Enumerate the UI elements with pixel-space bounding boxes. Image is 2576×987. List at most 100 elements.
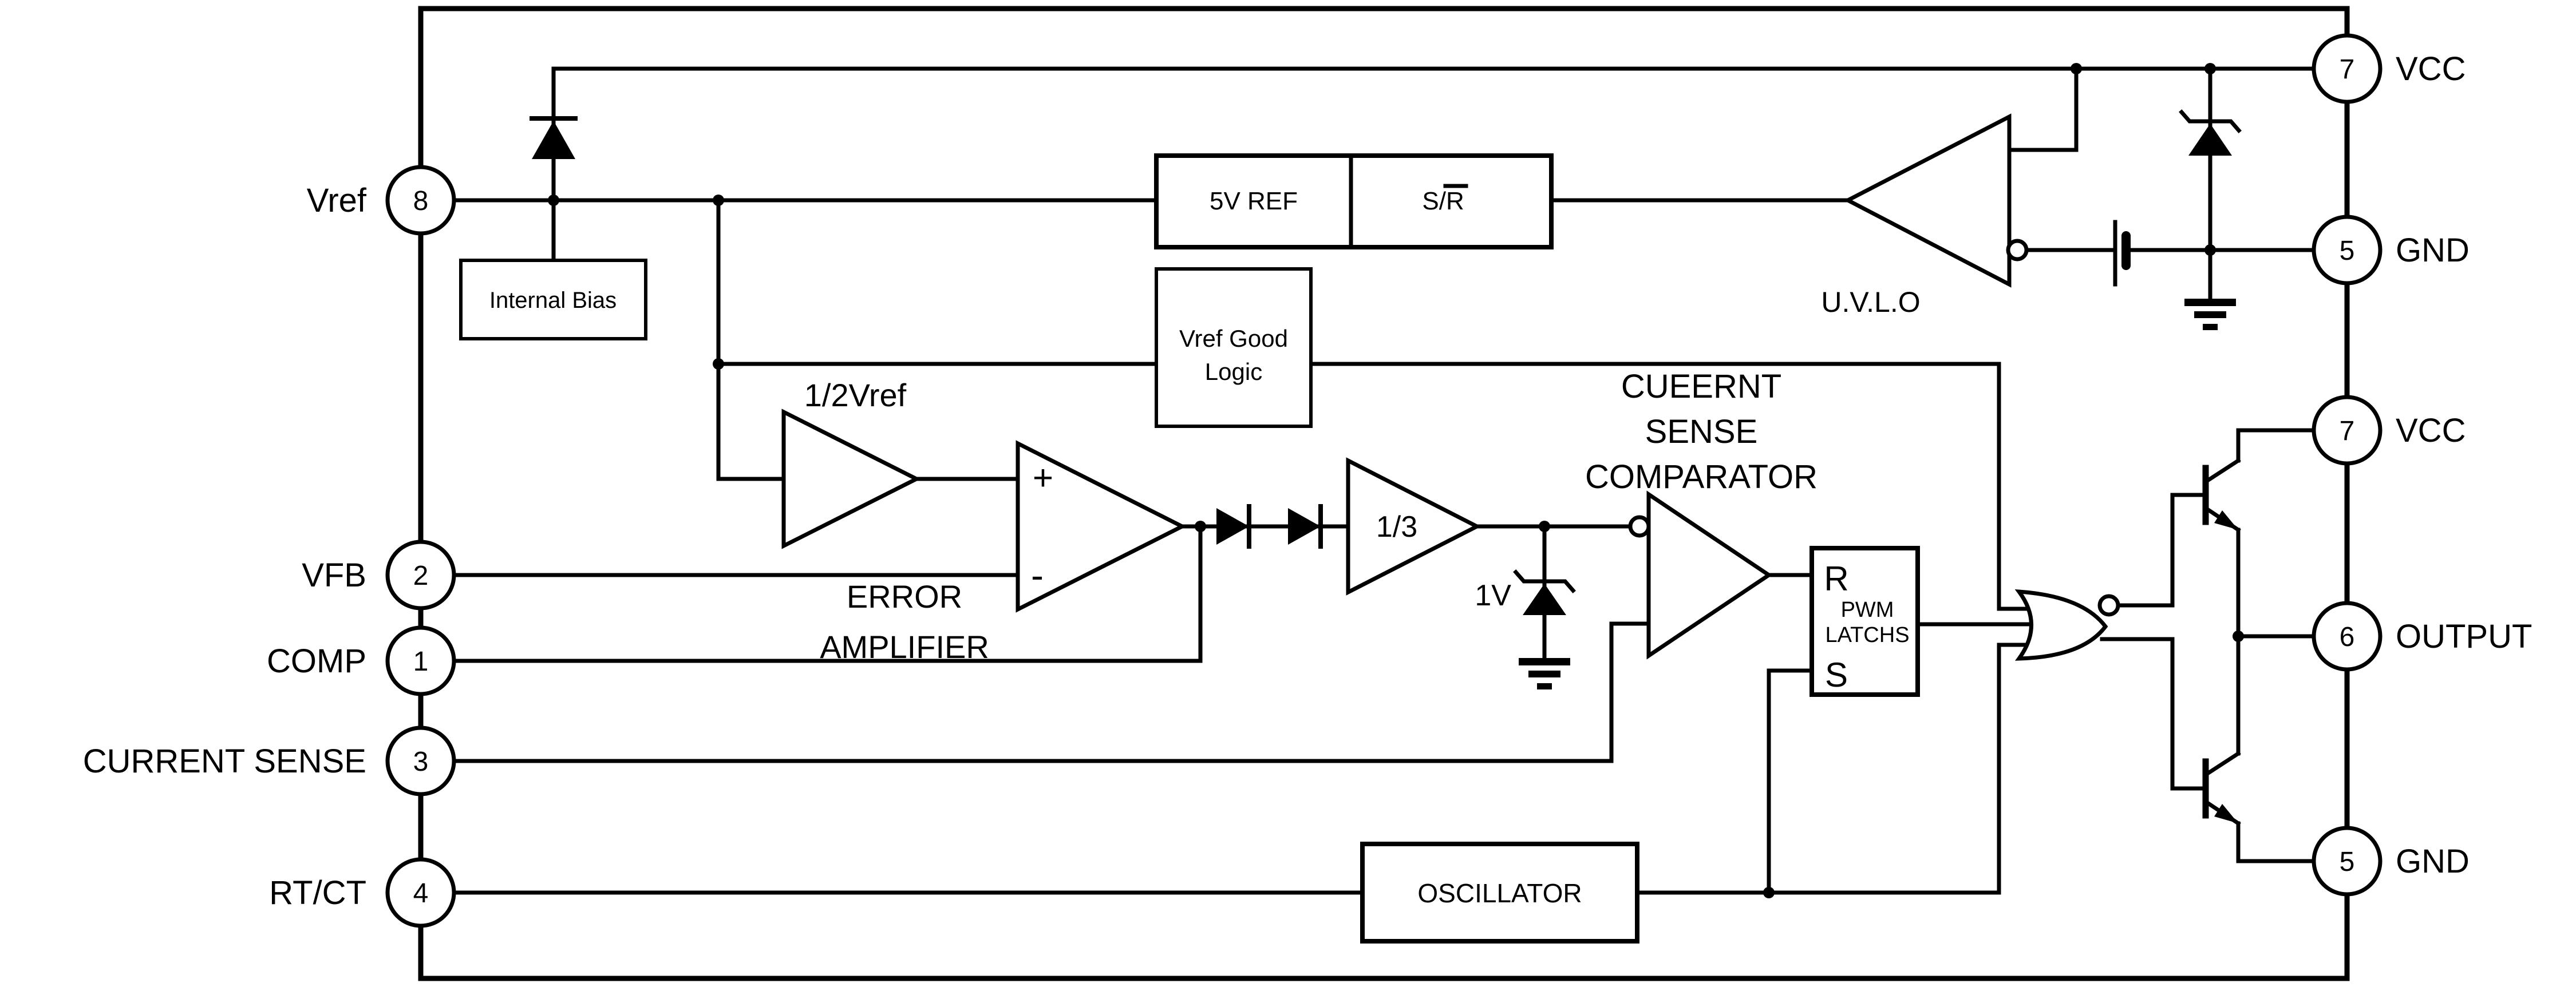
wire-current-sense [418,621,1651,763]
capacitor-plate-right [2121,231,2131,270]
vcc-zener-arrow [2188,124,2232,156]
nor-output-bubble-icon [2097,594,2120,617]
pin-6-circle [2312,601,2383,672]
pin-3-number: 3 [413,747,429,777]
pin-label-gnd-top: GND [2396,232,2470,269]
pin-8-vref: 8 [385,165,456,236]
vref-diode-arrow [532,121,575,159]
pin-2-vfb: 2 [385,540,456,611]
pin-5-gnd-top: 5 [2312,215,2383,286]
pwm-latch-r-label: R [1824,560,1848,598]
ref-sr-box [1154,153,1554,249]
q2-emitter-arrow [2214,804,2238,823]
wire-q1-emitter-output [2203,505,2316,639]
vcc-zener-bar [2179,109,2242,133]
junction-dots [548,63,2244,898]
pin-1-circle [385,625,456,696]
attenuator-label: 1/3 [1376,510,1417,544]
pin-label-gnd-bottom: GND [2396,843,2470,880]
pin-label-vcc-bottom: VCC [2396,412,2466,449]
attenuator-triangle [1346,457,1481,596]
pin-5-gnd-bottom: 5 [2312,826,2383,897]
comparator-input-bubble-icon [1628,515,1651,538]
error-amp-label-line1: ERROR [847,578,962,615]
clamp-ground-icon [1519,658,1570,689]
wire-uvlo-supply [2007,66,2079,152]
ic-boundary [418,6,2350,981]
wire-nor-out-upper [2116,493,2208,608]
half-vref-label: 1/2Vref [804,377,907,413]
pin-3-circle [385,726,456,796]
pin-label-comp: COMP [267,643,366,680]
half-vref-buffer-triangle [781,409,921,549]
vcc-ground-icon [2184,299,2236,330]
pwm-latch-label-line1: PWM [1841,598,1894,622]
series-diode-1-icon [1216,504,1251,549]
pin-1-comp: 1 [385,625,456,696]
pin-2-circle [385,540,456,611]
pin-8-circle [385,165,456,236]
sr-prefix-label: S/ [1422,187,1446,215]
pin-2-number: 2 [413,561,429,591]
cs-comparator-label-line2: SENSE [1645,413,1758,450]
pin-label-vfb: VFB [302,557,366,594]
error-amp-minus-sign: - [1031,554,1044,596]
vref-good-label-line1: Vref Good [1179,325,1288,352]
cs-comparator-label-line3: COMPARATOR [1585,458,1818,496]
pwm-latch-s-label: S [1825,656,1848,694]
current-sense-comparator-triangle [1646,490,1773,660]
clamp-zener-arrow [1523,584,1566,615]
pin-8-number: 8 [413,186,429,216]
pin-6-number: 6 [2340,622,2355,652]
vref-good-logic-box [1155,267,1313,428]
pin-label-vref: Vref [307,182,367,219]
error-amp-label-line2: AMPLIFIER [820,629,989,665]
uvlo-triangle [1843,113,2012,288]
npn-transistor-top-icon [2202,465,2238,530]
pin-3-current-sense: 3 [385,726,456,796]
cs-comparator-label-line1: CUEERNT [1621,368,1781,405]
pin-7-top-number: 7 [2340,54,2355,85]
error-amplifier-triangle [1016,440,1187,613]
error-amp-plus-sign: + [1033,458,1053,498]
pin-5-bottom-circle [2312,826,2383,897]
clamp-zener-bar [1513,569,1576,593]
uvlo-capacitor-icon [2113,220,2131,287]
series-diode-1-arrow [1216,508,1249,545]
clamp-voltage-label: 1V [1475,579,1511,612]
pin-7-bottom-number: 7 [2340,416,2355,446]
oscillator-label: OSCILLATOR [1417,878,1582,908]
vref-good-label-line2: Logic [1205,358,1262,385]
pin-7-vcc-bottom: 7 [2312,395,2383,466]
pin-5-top-circle [2312,215,2383,286]
internal-bias-label: Internal Bias [489,288,617,313]
pwm-latch-label-line2: LATCHS [1825,623,1909,647]
wire-nor-top-input [1997,362,2038,611]
uvlo-label: U.V.L.O [1821,286,1920,318]
oscillator-box [1360,842,1639,944]
pin-7-vcc-top: 7 [2312,33,2383,104]
vref-diode-icon [530,116,578,159]
wire-q1-collector [2203,428,2316,485]
pin-label-vcc-top: VCC [2396,50,2466,88]
series-diode-2-icon [1288,504,1323,549]
pin-5-top-number: 5 [2340,236,2355,266]
pin-7-top-circle [2312,33,2383,104]
pin-1-number: 1 [413,647,429,677]
pin-7-bottom-circle [2312,395,2383,466]
pin-6-output: 6 [2312,601,2383,672]
pin-4-rtct: 4 [385,857,456,928]
q1-emitter-arrow [2214,510,2238,530]
pin-label-rtct: RT/CT [269,874,366,911]
pin-5-bottom-number: 5 [2340,847,2355,877]
uvlo-output-bubble-icon [2006,239,2029,261]
wire-q2-collector [2203,634,2241,778]
sr-r-label: R [1446,187,1464,215]
vcc-zener-icon [2179,109,2242,156]
wires [418,66,2316,895]
pin-label-current-sense: CURRENT SENSE [83,743,366,780]
pwm-latch-box [1809,546,1920,697]
internal-bias-box [459,259,647,340]
